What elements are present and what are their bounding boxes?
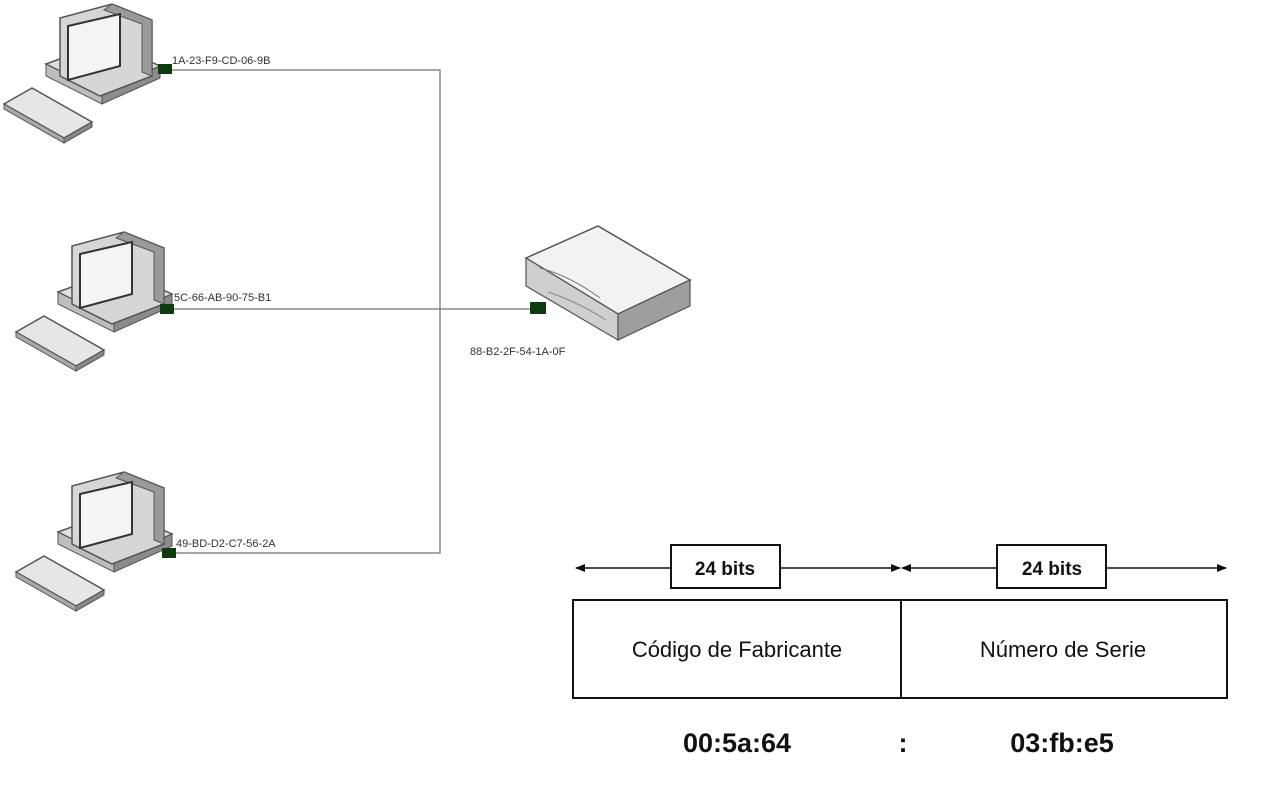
network-port-icon	[530, 302, 546, 314]
switch-device	[524, 225, 692, 342]
network-port-icon	[160, 304, 174, 314]
computer-host-1	[3, 3, 172, 144]
value-serial-number: 03:fb:e5	[1010, 728, 1114, 758]
host-2-mac-label: 5C-66-AB-90-75-B1	[174, 292, 271, 304]
computer-icon	[15, 471, 173, 612]
switch-mac-label: 88-B2-2F-54-1A-0F	[470, 346, 566, 358]
bits-left-box	[670, 544, 781, 589]
bits-right-label: 24 bits	[1022, 559, 1082, 580]
computer-host-3	[15, 471, 176, 612]
network-port-icon	[158, 64, 172, 74]
network-cables	[166, 69, 546, 554]
host-1-mac-label: 1A-23-F9-CD-06-9B	[172, 55, 270, 67]
cable-host-1	[166, 69, 441, 554]
bits-right-box	[996, 544, 1107, 589]
bits-left-label: 24 bits	[695, 559, 755, 580]
network-port-icon	[162, 548, 176, 558]
value-separator: :	[899, 728, 908, 758]
switch-icon	[524, 225, 692, 342]
field-serial-number: Número de Serie	[980, 637, 1146, 662]
computer-icon	[3, 3, 161, 144]
mac-format: 24 bits 24 bits Código de Fabricante Núm…	[572, 544, 1228, 758]
computer-host-2	[15, 231, 174, 372]
field-manufacturer-code: Código de Fabricante	[632, 637, 842, 662]
computer-icon	[15, 231, 173, 372]
value-manufacturer-code: 00:5a:64	[683, 728, 791, 758]
host-3-mac-label: 49-BD-D2-C7-56-2A	[176, 538, 276, 550]
